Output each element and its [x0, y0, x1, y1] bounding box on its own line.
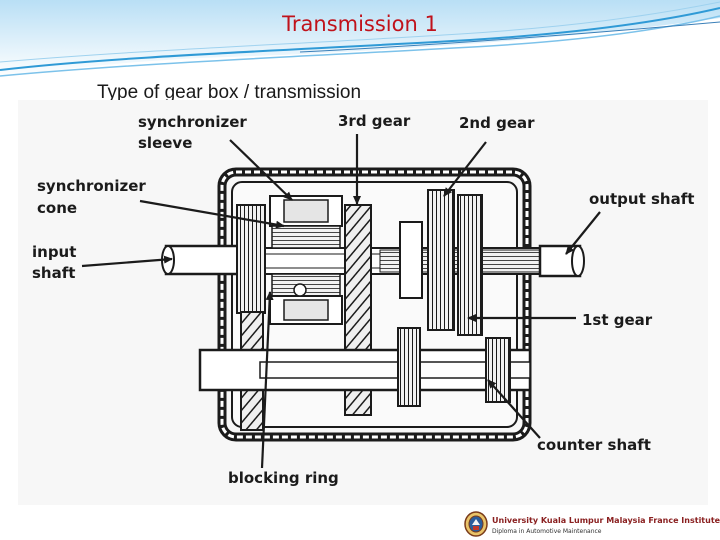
- synchronizer-assembly: [269, 195, 343, 325]
- leader-arrows: [81, 134, 601, 469]
- footer-program: Diploma in Automotive Maintenance: [492, 528, 602, 535]
- label-input-shaft: input: [32, 243, 76, 261]
- slide-title: Transmission 1: [282, 12, 438, 36]
- second-gear-part: [399, 189, 483, 336]
- footer-branding: University Kuala Lumpur Malaysia France …: [462, 508, 720, 540]
- label-synchronizer-sleeve: synchronizer: [138, 113, 247, 131]
- label-blocking-ring: blocking ring: [228, 469, 339, 487]
- slide-subtitle: Type of gear box / transmission: [97, 82, 362, 103]
- footer-university: University Kuala Lumpur Malaysia France …: [492, 516, 720, 525]
- header-wave-background: [0, 0, 720, 78]
- output-shaft-part: [538, 244, 585, 278]
- counter-shaft-part: [198, 348, 532, 392]
- label-second-gear: 2nd gear: [459, 114, 535, 132]
- label-counter-shaft: counter shaft: [537, 436, 651, 454]
- label-third-gear: 3rd gear: [338, 112, 411, 130]
- label-output-shaft: output shaft: [589, 190, 694, 208]
- counter-gears: [397, 327, 511, 407]
- svg-text:sleeve: sleeve: [138, 134, 192, 152]
- input-drive-gear: [236, 204, 266, 431]
- label-synchronizer-cone: synchronizer: [37, 177, 146, 195]
- label-first-gear: 1st gear: [582, 311, 653, 329]
- university-crest-icon: [464, 511, 488, 537]
- input-shaft-part: [161, 244, 248, 276]
- svg-text:shaft: shaft: [32, 264, 75, 282]
- svg-text:cone: cone: [37, 199, 77, 217]
